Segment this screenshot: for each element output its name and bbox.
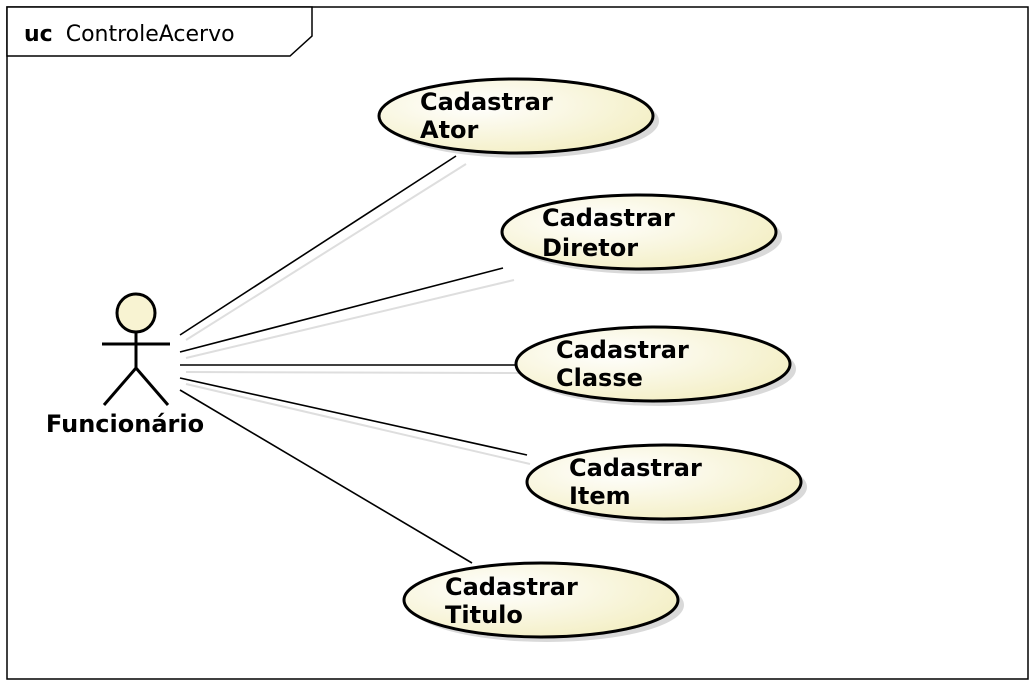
- use-case-label: Cadastrar: [542, 204, 675, 232]
- use-case-cadastrar-item[interactable]: Cadastrar Item: [525, 443, 807, 524]
- use-case-label: Classe: [556, 364, 643, 392]
- association-diretor: [179, 267, 504, 353]
- frame-name: ControleAcervo: [66, 22, 235, 47]
- use-case-label: Titulo: [445, 601, 523, 629]
- use-case-label: Cadastrar: [569, 454, 702, 482]
- use-case-label: Ator: [420, 116, 479, 144]
- use-case-label: Cadastrar: [420, 88, 553, 116]
- actor-stick-figure-icon: [102, 292, 170, 406]
- frame-header-tab: [6, 6, 313, 57]
- use-case-cadastrar-classe[interactable]: Cadastrar Classe: [514, 325, 796, 406]
- frame-keyword: uc: [24, 22, 53, 47]
- use-case-ellipse: [377, 77, 655, 155]
- use-case-label: Diretor: [542, 234, 638, 262]
- use-case-cadastrar-titulo[interactable]: Cadastrar Titulo: [402, 561, 684, 642]
- use-case-label: Item: [569, 482, 631, 510]
- actor-name: Funcionário: [46, 410, 204, 438]
- use-case-cadastrar-ator[interactable]: Cadastrar Ator: [377, 77, 659, 158]
- frame-title: uc ControleAcervo: [24, 22, 235, 47]
- association-titulo: [179, 389, 473, 564]
- use-case-label: Cadastrar: [556, 336, 689, 364]
- actor-funcionario[interactable]: Funcionário: [46, 292, 204, 438]
- associations: [179, 155, 528, 564]
- association-shadows: [185, 163, 531, 465]
- association-ator: [179, 155, 457, 336]
- use-case-ellipse: [514, 325, 792, 403]
- association-item: [179, 377, 528, 456]
- use-case-ellipse: [402, 561, 680, 639]
- use-case-ellipse: [500, 193, 778, 271]
- use-case-label: Cadastrar: [445, 573, 578, 601]
- use-case-ellipse: [525, 443, 803, 521]
- use-case-cadastrar-diretor[interactable]: Cadastrar Diretor: [500, 193, 782, 274]
